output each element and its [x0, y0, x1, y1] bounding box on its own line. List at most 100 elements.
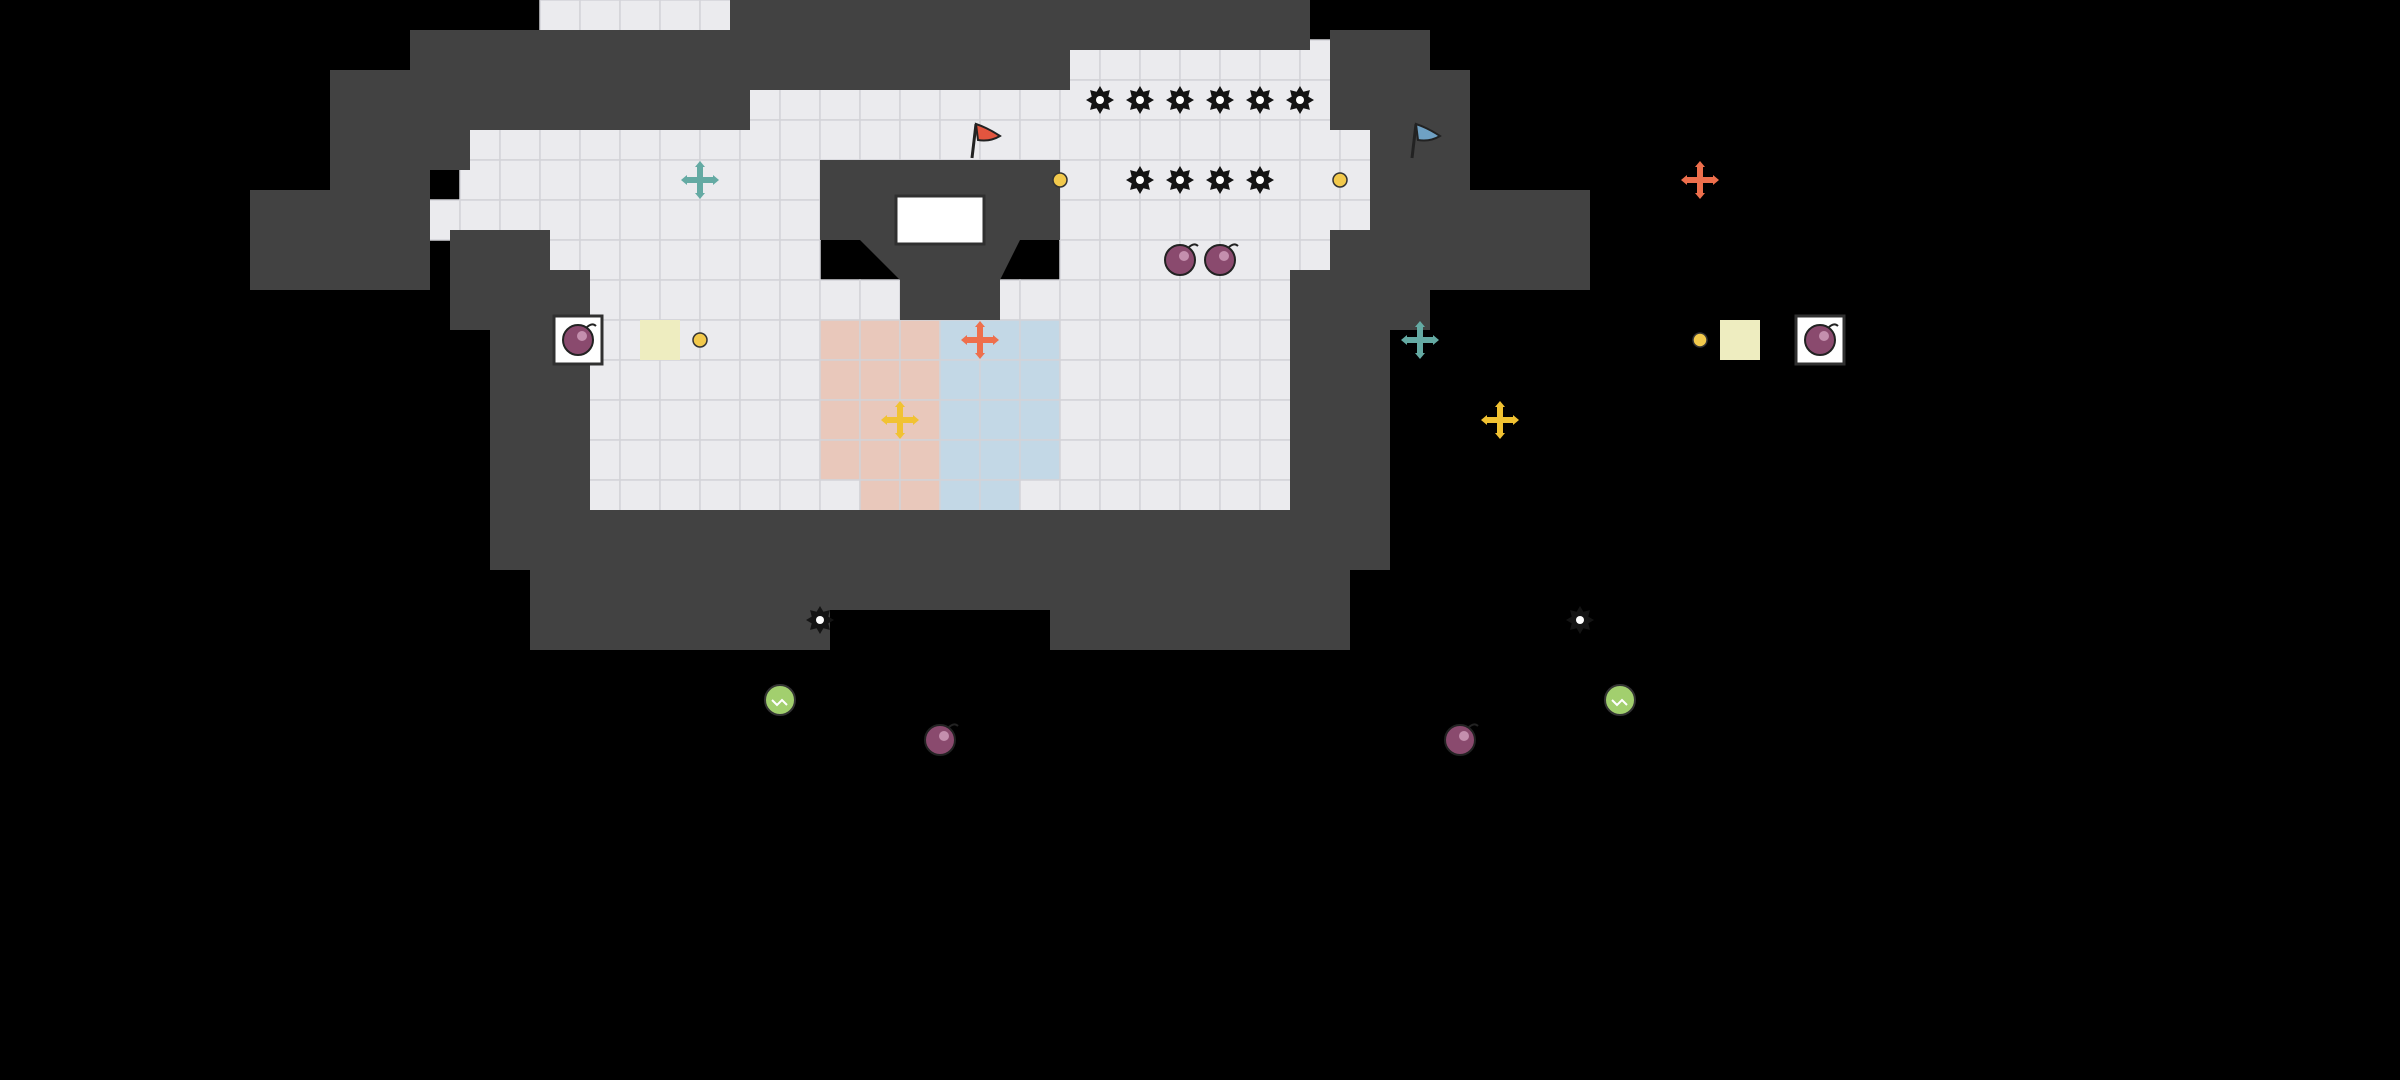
spike-center	[1576, 616, 1584, 624]
floor-tile	[739, 359, 781, 401]
floor-tile	[779, 279, 821, 321]
powerup-plus-icon	[1481, 401, 1519, 439]
spike-center	[1216, 96, 1224, 104]
powerup-arrow	[1695, 193, 1705, 199]
floor-tile	[1219, 199, 1261, 241]
spike-icon	[1126, 86, 1154, 114]
floor-tile	[899, 119, 941, 161]
floor-tile	[1059, 439, 1101, 481]
floor-tile	[1059, 279, 1101, 321]
bomb-fuse	[1187, 243, 1199, 249]
powerup-arrow	[895, 433, 905, 439]
floor-tile	[739, 159, 781, 201]
floor-tile	[619, 279, 661, 321]
floor-tile	[979, 439, 1021, 481]
spike-center	[1256, 176, 1264, 184]
floor-tile	[659, 399, 701, 441]
bomb-body	[924, 724, 956, 756]
bomb-icon	[1164, 243, 1199, 276]
spike-icon	[1246, 86, 1274, 114]
bomb-shine	[1459, 731, 1469, 741]
cream-tile	[1720, 320, 1760, 360]
floor-tile	[739, 399, 781, 441]
coin-icon	[692, 332, 708, 348]
spike-icon	[1246, 166, 1274, 194]
boost-pad-icon	[1604, 684, 1636, 716]
bomb-fuse	[1467, 723, 1479, 729]
floor-tile	[1099, 319, 1141, 361]
floor-tile	[1019, 439, 1061, 481]
floor-tile	[859, 319, 901, 361]
floor-tile	[1099, 199, 1141, 241]
powerup-arrow	[1695, 161, 1705, 167]
map-objects	[552, 86, 1846, 756]
bomb-icon	[924, 723, 959, 756]
floor-tile	[1099, 239, 1141, 281]
floor-tile	[1139, 359, 1181, 401]
floor-tile	[739, 199, 781, 241]
flag-pole	[970, 123, 978, 159]
wall-segment	[250, 190, 390, 290]
powerup-plus-icon	[881, 401, 919, 439]
floor-tile	[1099, 279, 1141, 321]
floor-tile	[1179, 279, 1221, 321]
floor-tile	[699, 399, 741, 441]
floor-tile	[859, 279, 901, 321]
floor-tile	[1139, 279, 1181, 321]
floor-tile	[1219, 279, 1261, 321]
floor-tile	[1219, 439, 1261, 481]
spike-icon	[1086, 86, 1114, 114]
floor-tile	[779, 239, 821, 281]
floor-tile	[1019, 319, 1061, 361]
floor-tile	[1179, 119, 1221, 161]
floor-tile	[779, 119, 821, 161]
coin-icon	[1692, 332, 1708, 348]
floor-tile	[779, 159, 821, 201]
bomb-fuse	[1227, 243, 1239, 249]
powerup-bar-h	[887, 417, 913, 423]
floor-tile	[1019, 119, 1061, 161]
floor-tile	[1219, 359, 1261, 401]
bomb-body	[1804, 324, 1836, 356]
floor-tile	[619, 239, 661, 281]
red-flag-icon	[970, 122, 1002, 159]
boost-chevrons	[1611, 698, 1628, 707]
spike-icon	[1566, 606, 1594, 634]
floor-tile	[1259, 199, 1301, 241]
floor-tile	[819, 359, 861, 401]
powerup-arrow	[1415, 353, 1425, 359]
floor-tile	[1139, 199, 1181, 241]
floor-tile	[1179, 199, 1221, 241]
powerup-arrow	[1513, 415, 1519, 425]
bomb-shine	[577, 331, 587, 341]
powerup-arrow	[1401, 335, 1407, 345]
boost-body	[764, 684, 796, 716]
bomb-body	[1444, 724, 1476, 756]
floor-tile	[1099, 399, 1141, 441]
powerup-arrow	[975, 353, 985, 359]
powerup-arrow	[881, 415, 887, 425]
powerup-arrow	[1713, 175, 1719, 185]
wall-segment	[1330, 30, 1430, 130]
floor-tile	[779, 359, 821, 401]
floor-tile	[1219, 399, 1261, 441]
floor-tile	[699, 359, 741, 401]
flag-cloth	[1414, 122, 1442, 142]
powerup-arrow	[1681, 175, 1687, 185]
floor-tile	[739, 239, 781, 281]
floor-tile	[899, 319, 941, 361]
floor-tile	[899, 439, 941, 481]
floor-tile	[939, 439, 981, 481]
floor-tile	[739, 279, 781, 321]
powerup-bar-h	[1487, 417, 1513, 423]
floor-tile	[1059, 399, 1101, 441]
floor-tile	[579, 159, 621, 201]
powerup-plus-icon	[1401, 321, 1439, 359]
floor-tile	[979, 399, 1021, 441]
bomb-fuse	[947, 723, 959, 729]
spike-icon	[806, 606, 834, 634]
powerup-arrow	[681, 175, 687, 185]
floor-tile	[619, 439, 661, 481]
spike-center	[1216, 176, 1224, 184]
